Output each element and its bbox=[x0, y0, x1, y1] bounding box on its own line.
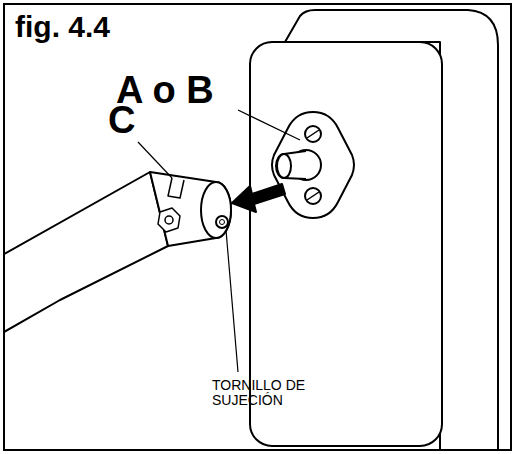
leader-line bbox=[138, 110, 300, 372]
part-label: TORNILLO DE SUJECIÓN bbox=[212, 378, 330, 409]
figure-frame bbox=[4, 4, 511, 450]
mounting-flange bbox=[272, 112, 354, 218]
figure-title: fig. 4.4 bbox=[15, 10, 110, 43]
pin bbox=[276, 150, 321, 180]
part-label: C bbox=[108, 100, 135, 142]
tube-c bbox=[4, 172, 231, 340]
direction-arrow bbox=[232, 184, 285, 212]
